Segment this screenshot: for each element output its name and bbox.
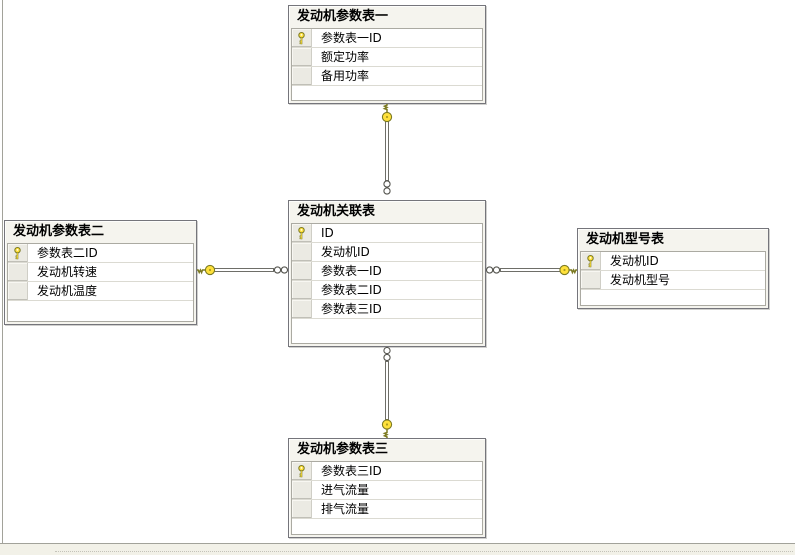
table-row[interactable]: 发动机温度 [8,282,193,301]
table-engine-params3[interactable]: 发动机参数表三 参数表三ID 进气流量 排气流量 [288,438,486,538]
page-break-dotted-line [55,551,793,552]
relationship-line [500,268,561,272]
row-selector[interactable] [581,271,601,289]
table-title[interactable]: 发动机参数表二 [13,224,105,239]
table-grid: 参数表一ID 额定功率 备用功率 [291,28,483,101]
table-row[interactable]: 发动机转速 [8,263,193,282]
column-name: 进气流量 [321,483,370,497]
table-row[interactable]: 发动机ID [581,252,765,271]
primary-key-icon [298,31,305,44]
row-selector[interactable] [292,462,312,480]
table-row[interactable]: ID [292,224,482,243]
table-row[interactable]: 发动机ID [292,243,482,262]
table-row[interactable]: 参数表二ID [8,244,193,263]
column-name: 发动机ID [321,245,370,259]
relationship-connector-bottom[interactable] [374,347,400,438]
table-grid: 发动机ID 发动机型号 [580,251,766,306]
table-row[interactable]: 排气流量 [292,500,482,519]
many-end-infinity-icon [273,266,282,274]
row-selector[interactable] [8,244,28,262]
column-name: 备用功率 [321,69,370,83]
relationship-connector-top[interactable] [374,104,400,200]
many-end-infinity-icon [383,353,391,362]
table-row[interactable]: 进气流量 [292,481,482,500]
table-engine-model[interactable]: 发动机型号表 发动机ID 发动机型号 [577,228,769,309]
table-row[interactable]: 参数表三ID [292,462,482,481]
many-end-infinity-icon [383,347,391,355]
column-name: 发动机ID [610,254,659,268]
column-name: 参数表一ID [321,31,382,45]
row-selector[interactable] [292,481,312,499]
table-row[interactable]: 额定功率 [292,48,482,67]
row-selector[interactable] [292,281,312,299]
row-selector[interactable] [292,29,312,47]
many-end-infinity-icon [492,266,501,274]
row-selector[interactable] [581,252,601,270]
row-selector[interactable] [292,48,312,66]
row-selector[interactable] [292,300,312,318]
column-name: 发动机型号 [610,273,671,287]
relationship-connector-right[interactable] [486,257,577,283]
column-name: 参数表三ID [321,464,382,478]
row-selector[interactable] [292,500,312,518]
table-engine-association[interactable]: 发动机关联表 ID 发动机ID 参数表一ID [288,200,486,347]
row-selector[interactable] [292,224,312,242]
column-name: ID [321,226,334,240]
table-title[interactable]: 发动机参数表一 [297,9,389,24]
relationship-connector-left[interactable] [197,257,288,283]
relationship-line [385,361,389,420]
column-name: 额定功率 [321,50,370,64]
table-engine-params2[interactable]: 发动机参数表二 参数表二ID 发动机转速 发动机温度 [4,220,197,325]
column-name: 发动机转速 [37,265,98,279]
table-grid: 参数表二ID 发动机转速 发动机温度 [7,243,194,322]
relationship-line [213,268,274,272]
surface-bottom-band [0,544,795,555]
row-selector[interactable] [292,262,312,280]
table-grid: 参数表三ID 进气流量 排气流量 [291,461,483,535]
column-name: 排气流量 [321,502,370,516]
surface-left-edge [2,0,3,543]
table-row[interactable]: 发动机型号 [581,271,765,290]
relationship-line [385,120,389,181]
row-selector[interactable] [8,263,28,281]
row-selector[interactable] [292,243,312,261]
key-teeth-icon [568,268,577,275]
many-end-infinity-icon [280,266,288,274]
primary-key-icon [298,464,305,477]
table-row[interactable]: 参数表三ID [292,300,482,319]
row-selector[interactable] [8,282,28,300]
table-row[interactable]: 备用功率 [292,67,482,86]
primary-key-icon [14,246,21,259]
column-name: 参数表二ID [321,283,382,297]
column-name: 参数表二ID [37,246,98,260]
primary-key-icon [298,226,305,239]
key-teeth-icon [382,104,389,113]
key-teeth-icon [382,429,389,438]
table-row[interactable]: 参数表一ID [292,262,482,281]
table-engine-params1[interactable]: 发动机参数表一 参数表一ID 额定功率 备用功率 [288,5,486,104]
table-title[interactable]: 发动机参数表三 [297,442,389,457]
column-name: 发动机温度 [37,284,98,298]
table-title[interactable]: 发动机关联表 [297,204,376,219]
table-grid: ID 发动机ID 参数表一ID 参数表二ID 参数表三ID [291,223,483,344]
key-teeth-icon [197,268,206,275]
many-end-infinity-icon [383,180,391,188]
table-title[interactable]: 发动机型号表 [586,232,665,247]
column-name: 参数表一ID [321,264,382,278]
table-row[interactable]: 参数表二ID [292,281,482,300]
primary-key-icon [587,254,594,267]
surface-bottom-edge [0,543,795,544]
row-selector[interactable] [292,67,312,85]
many-end-infinity-icon [383,187,391,195]
many-end-infinity-icon [486,266,494,274]
table-row[interactable]: 参数表一ID [292,29,482,48]
column-name: 参数表三ID [321,302,382,316]
